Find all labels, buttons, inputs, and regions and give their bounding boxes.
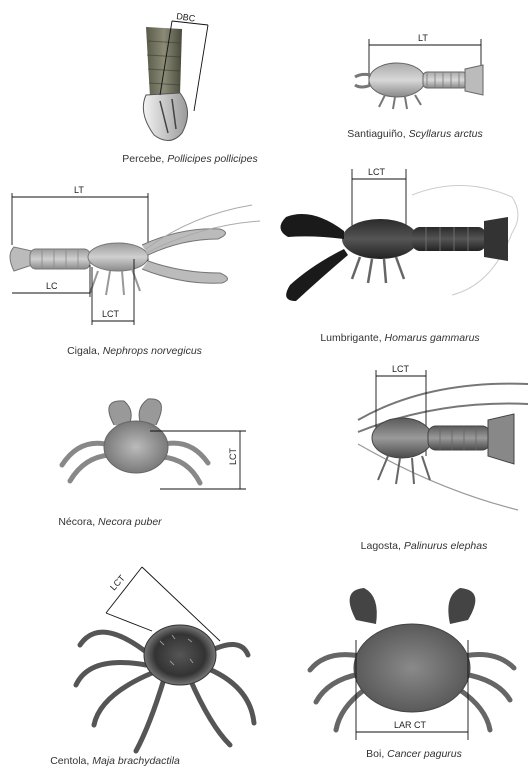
common-name: Nécora bbox=[58, 516, 92, 528]
scientific-name: Pollicipes pollicipes bbox=[167, 153, 257, 165]
lagosta-abdomen bbox=[428, 426, 490, 450]
lt-label: LT bbox=[418, 33, 428, 43]
caption-cigala: Cigala, Nephrops norvegicus bbox=[2, 345, 267, 357]
panel-boi: LAR CT Boi, Cancer pagurus bbox=[300, 580, 528, 770]
boi-carapace bbox=[354, 624, 470, 712]
lct-label: LCT bbox=[368, 167, 386, 177]
percebe-capitulum bbox=[143, 93, 187, 141]
scientific-name: Scyllarus arctus bbox=[409, 128, 483, 140]
lumbrigante-claw-lower bbox=[286, 249, 348, 301]
lumbrigante-carapace bbox=[342, 219, 418, 259]
common-name: Santiaguiño bbox=[347, 128, 402, 140]
scientific-name: Nephrops norvegicus bbox=[103, 345, 202, 357]
scientific-name: Homarus gammarus bbox=[385, 332, 480, 344]
caption-lumbrigante: Lumbrigante, Homarus gammarus bbox=[272, 332, 528, 344]
common-name: Percebe bbox=[122, 153, 161, 165]
panel-santiaguino: LT Santiaguiño, Scyllarus arctus bbox=[305, 25, 525, 155]
lct-label: LCT bbox=[102, 309, 120, 319]
dbc-line-right bbox=[194, 25, 208, 111]
common-name: Lumbrigante bbox=[320, 332, 378, 344]
cigala-claw-upper bbox=[142, 229, 226, 255]
common-name: Lagosta bbox=[361, 540, 398, 552]
panel-cigala: LT LC LCT Cigala, Nephrops norvegicus bbox=[2, 175, 267, 360]
caption-boi: Boi, Cancer pagurus bbox=[300, 748, 528, 760]
panel-lumbrigante: LCT Lumbrigante, Homarus gammarus bbox=[272, 155, 528, 355]
lumbrigante-illustration: LCT bbox=[272, 155, 528, 325]
necora-illustration: LCT bbox=[40, 385, 260, 510]
cigala-abdomen bbox=[30, 249, 90, 269]
lct-line-left bbox=[106, 613, 152, 631]
common-name: Cigala bbox=[67, 345, 97, 357]
boi-illustration: LAR CT bbox=[300, 580, 528, 750]
centola-carapace bbox=[144, 625, 216, 685]
lc-label: LC bbox=[46, 281, 58, 291]
caption-lagosta: Lagosta, Palinurus elephas bbox=[318, 540, 530, 552]
scientific-name: Cancer pagurus bbox=[387, 748, 462, 760]
lct-line bbox=[106, 567, 142, 613]
lct-label: LCT bbox=[392, 364, 410, 374]
panel-percebe: DBC Percebe, Pollicipes pollicipes bbox=[120, 5, 260, 175]
lct-label: LCT bbox=[228, 447, 238, 465]
cigala-illustration: LT LC LCT bbox=[2, 175, 267, 335]
lagosta-illustration: LCT bbox=[318, 360, 530, 520]
percebe-illustration: DBC bbox=[120, 5, 260, 155]
panel-centola: LCT Centola, Maja brachydactila bbox=[40, 555, 270, 775]
scientific-name: Maja brachydactila bbox=[92, 755, 180, 767]
santiaguino-abdomen bbox=[423, 72, 467, 88]
lt-label: LT bbox=[74, 185, 84, 195]
cigala-carapace bbox=[88, 243, 148, 271]
scientific-name: Palinurus elephas bbox=[404, 540, 487, 552]
santiaguino-illustration: LT bbox=[305, 25, 525, 125]
caption-necora: Nécora, Necora puber bbox=[0, 516, 220, 528]
lumbrigante-abdomen bbox=[412, 227, 486, 251]
caption-percebe: Percebe, Pollicipes pollicipes bbox=[120, 153, 260, 165]
larct-label: LAR CT bbox=[394, 720, 427, 730]
scientific-name: Necora puber bbox=[98, 516, 162, 528]
caption-santiaguino: Santiaguiño, Scyllarus arctus bbox=[305, 128, 525, 140]
centola-illustration: LCT bbox=[40, 555, 270, 755]
panel-necora: LCT Nécora, Necora puber bbox=[40, 385, 260, 535]
necora-carapace bbox=[104, 421, 168, 473]
percebe-stalk bbox=[146, 27, 182, 97]
lumbrigante-claw-upper bbox=[280, 214, 344, 239]
common-name: Centola bbox=[50, 755, 86, 767]
common-name: Boi bbox=[366, 748, 381, 760]
lagosta-carapace bbox=[372, 418, 432, 458]
caption-centola: Centola, Maja brachydactila bbox=[0, 755, 230, 767]
cigala-claw-lower bbox=[142, 261, 228, 283]
santiaguino-carapace bbox=[369, 63, 425, 97]
panel-lagosta: LCT Lagosta, Palinurus elephas bbox=[318, 360, 530, 560]
